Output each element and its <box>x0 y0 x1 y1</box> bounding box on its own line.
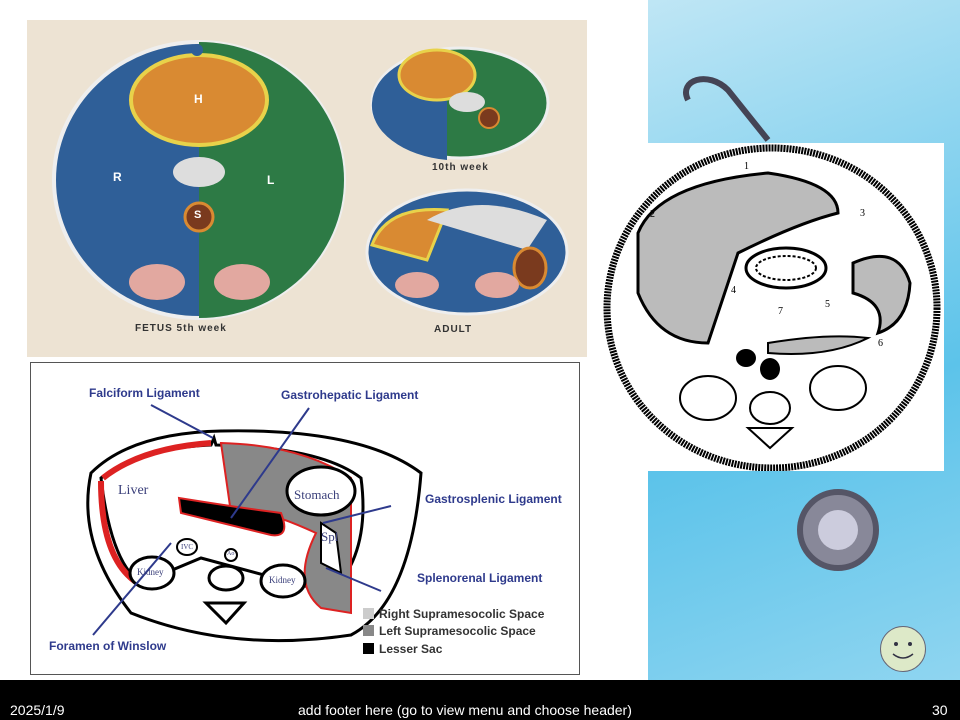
spleen-label: S <box>194 209 202 221</box>
gastrohepatic-ligament-label: Gastrohepatic Ligament <box>281 388 419 402</box>
legend-right-supramesocolic: Right Supramesocolic Space <box>363 607 544 621</box>
ct-label-2: 2 <box>650 209 655 220</box>
ct-label-4: 4 <box>731 285 736 296</box>
ct-label-5: 5 <box>825 299 830 310</box>
fetus-caption: FETUS 5th week <box>135 323 227 334</box>
heart-label: H <box>194 92 203 106</box>
kidney-right-label: Kidney <box>137 567 164 577</box>
footer-date: 2025/1/9 <box>10 702 65 718</box>
abdominal-cross-section-figure: 1 2 3 4 5 6 7 <box>598 143 944 472</box>
right-label: R <box>113 170 122 184</box>
gastrosplenic-ligament-label: Gastrosplenic Ligament <box>425 492 562 506</box>
spleen-label: Spl <box>321 529 339 544</box>
liver-label: Liver <box>118 483 149 498</box>
kidney-left-label: Kidney <box>269 575 296 585</box>
left-label: L <box>267 173 275 187</box>
peritoneal-spaces-figure: Falciform Ligament Gastrohepatic Ligamen… <box>30 362 580 675</box>
footer-page-number: 30 <box>932 702 948 718</box>
foramen-of-winslow-label: Foramen of Winslow <box>49 639 167 653</box>
adult-caption: ADULT <box>434 324 473 335</box>
ct-label-1: 1 <box>744 161 749 172</box>
embryology-figure: H R L S FETUS 5th week 10th week ADULT <box>27 20 587 357</box>
week10-caption: 10th week <box>432 162 489 173</box>
smiley-face-icon[interactable] <box>880 626 926 672</box>
ivc-label: IVC <box>181 543 194 551</box>
aorta-label: Ao <box>227 551 235 557</box>
legend-left-supramesocolic: Left Supramesocolic Space <box>363 624 536 638</box>
ct-label-6: 6 <box>878 338 883 349</box>
footer-text: add footer here (go to view menu and cho… <box>298 702 632 718</box>
stomach-label: Stomach <box>294 487 340 502</box>
splenorenal-ligament-label: Splenorenal Ligament <box>417 571 543 585</box>
stethoscope-icon <box>683 76 879 571</box>
ct-label-3: 3 <box>860 208 865 219</box>
ct-label-7: 7 <box>778 306 783 317</box>
legend-lesser-sac: Lesser Sac <box>363 642 442 656</box>
falciform-ligament-label: Falciform Ligament <box>89 386 200 400</box>
slide-footer: 2025/1/9 add footer here (go to view men… <box>0 680 960 720</box>
